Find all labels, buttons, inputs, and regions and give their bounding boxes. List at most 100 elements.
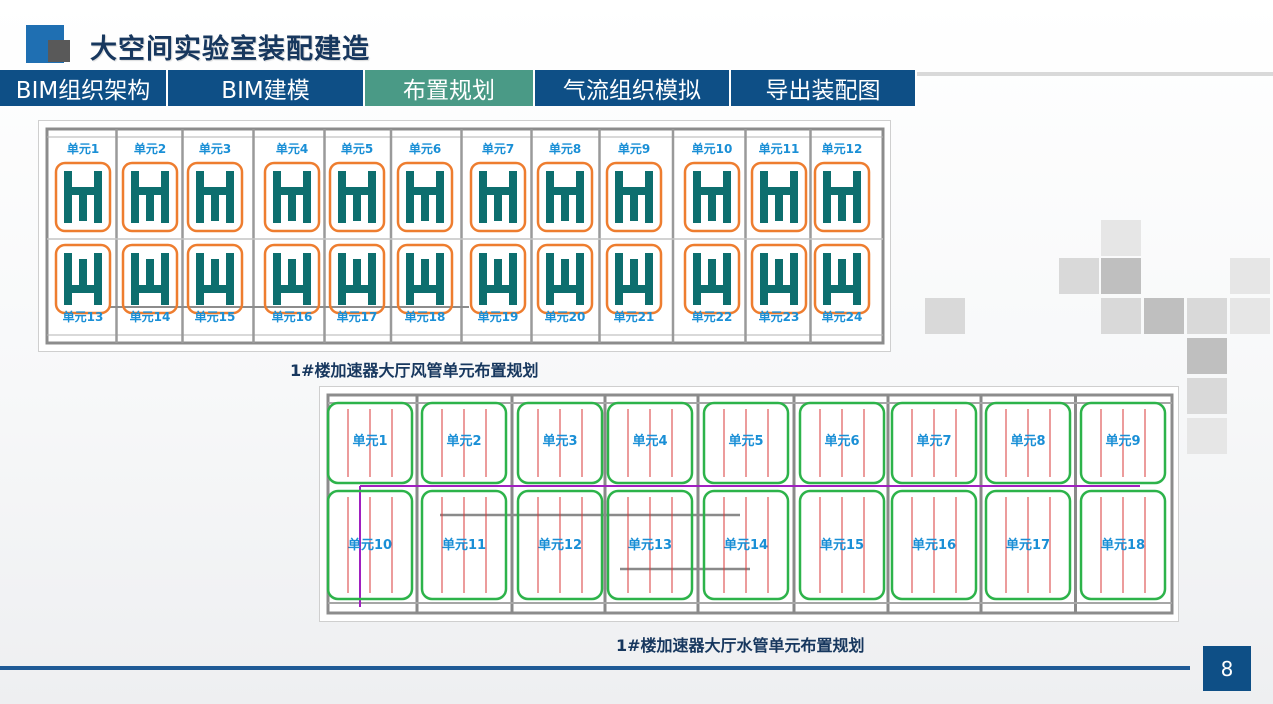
water-unit-label: 单元3: [542, 433, 577, 449]
duct-plan-outline: [45, 127, 885, 345]
water-unit-outline: [702, 401, 790, 485]
duct-unit-label: 单元10: [692, 141, 733, 156]
duct-unit-outline: [396, 161, 454, 233]
duct-unit-label: 单元8: [549, 141, 581, 156]
background-decoration: [1059, 258, 1099, 294]
duct-unit-shape: [760, 253, 798, 305]
duct-unit-outline: [469, 161, 527, 233]
duct-unit-shape: [479, 253, 517, 305]
duct-unit-label: 单元3: [199, 141, 231, 156]
duct-unit-label: 单元4: [276, 141, 308, 156]
duct-unit-outline: [683, 243, 741, 315]
background-decoration: [1230, 258, 1270, 294]
water-unit-outline: [890, 489, 978, 601]
duct-plan-caption: 1#楼加速器大厅风管单元布置规划: [290, 361, 539, 380]
water-unit-outline: [1079, 401, 1167, 485]
water-unit-label: 单元15: [820, 537, 864, 553]
duct-unit-label: 单元13: [63, 309, 104, 324]
duct-unit-label: 单元16: [272, 309, 313, 324]
water-unit-label: 单元16: [912, 537, 956, 553]
duct-unit-label: 单元11: [759, 141, 800, 156]
duct-unit-outline: [263, 243, 321, 315]
duct-unit-outline: [121, 243, 179, 315]
background-decoration: [1101, 298, 1141, 334]
duct-unit-shape: [196, 253, 234, 305]
background-decoration: [1101, 258, 1141, 294]
duct-unit-shape: [546, 171, 584, 223]
duct-unit-shape: [64, 171, 102, 223]
duct-unit-label: 单元21: [614, 309, 655, 324]
duct-unit-outline: [750, 161, 808, 233]
duct-unit-label: 单元22: [692, 309, 733, 324]
water-plan-outline: [326, 393, 1174, 615]
background-decoration: [1101, 220, 1141, 256]
duct-unit-outline: [536, 161, 594, 233]
duct-unit-outline: [396, 243, 454, 315]
water-unit-label: 单元17: [1006, 537, 1050, 553]
tab-layout-planning[interactable]: 布置规划: [365, 70, 535, 106]
duct-unit-outline: [536, 243, 594, 315]
water-unit-outline: [420, 489, 508, 601]
water-unit-outline: [890, 401, 978, 485]
water-unit-outline: [984, 401, 1072, 485]
page-title: 大空间实验室装配建造: [90, 34, 370, 65]
water-unit-outline: [326, 401, 414, 485]
duct-unit-shape: [196, 171, 234, 223]
duct-unit-label: 单元5: [341, 141, 373, 156]
background-decoration: [1187, 418, 1227, 454]
duct-unit-outline: [813, 243, 871, 315]
water-unit-label: 单元10: [348, 537, 392, 553]
water-unit-outline: [1079, 489, 1167, 601]
duct-unit-outline: [605, 243, 663, 315]
water-unit-outline: [326, 489, 414, 601]
tab-airflow-simulation[interactable]: 气流组织模拟: [535, 70, 731, 106]
water-unit-outline: [516, 401, 604, 485]
duct-unit-outline: [186, 161, 244, 233]
tab-bim-modeling[interactable]: BIM建模: [168, 70, 365, 106]
water-unit-label: 单元4: [632, 433, 667, 449]
duct-unit-shape: [338, 171, 376, 223]
water-unit-outline: [516, 489, 604, 601]
duct-unit-shape: [273, 171, 311, 223]
duct-unit-label: 单元14: [130, 309, 171, 324]
water-unit-label: 单元12: [538, 537, 582, 553]
duct-unit-label: 单元6: [409, 141, 441, 156]
background-decoration: [1187, 338, 1227, 374]
duct-unit-shape: [823, 253, 861, 305]
duct-unit-outline: [605, 161, 663, 233]
tab-bim-organization[interactable]: BIM组织架构: [0, 70, 168, 106]
duct-unit-shape: [479, 171, 517, 223]
water-plan-caption: 1#楼加速器大厅水管单元布置规划: [616, 636, 865, 655]
water-unit-outline: [606, 489, 694, 601]
page-number: 8: [1203, 646, 1251, 691]
water-unit-outline: [702, 489, 790, 601]
duct-unit-shape: [406, 253, 444, 305]
water-unit-label: 单元6: [824, 433, 859, 449]
water-unit-outline: [798, 489, 886, 601]
duct-unit-shape: [131, 253, 169, 305]
duct-unit-shape: [615, 171, 653, 223]
duct-unit-shape: [406, 171, 444, 223]
duct-unit-shape: [760, 171, 798, 223]
duct-unit-label: 单元19: [478, 309, 519, 324]
duct-unit-shape: [693, 171, 731, 223]
tab-export-assembly[interactable]: 导出装配图: [731, 70, 917, 106]
duct-unit-outline: [54, 243, 112, 315]
duct-unit-outline: [121, 161, 179, 233]
duct-unit-outline: [186, 243, 244, 315]
water-unit-outline: [798, 401, 886, 485]
duct-unit-label: 单元2: [134, 141, 166, 156]
duct-unit-outline: [328, 243, 386, 315]
duct-unit-label: 单元15: [195, 309, 236, 324]
background-decoration: [1144, 298, 1184, 334]
duct-unit-outline: [54, 161, 112, 233]
duct-unit-label: 单元9: [618, 141, 650, 156]
background-decoration: [925, 298, 965, 334]
duct-unit-shape: [823, 171, 861, 223]
water-unit-label: 单元11: [442, 537, 486, 553]
water-unit-label: 单元13: [628, 537, 672, 553]
